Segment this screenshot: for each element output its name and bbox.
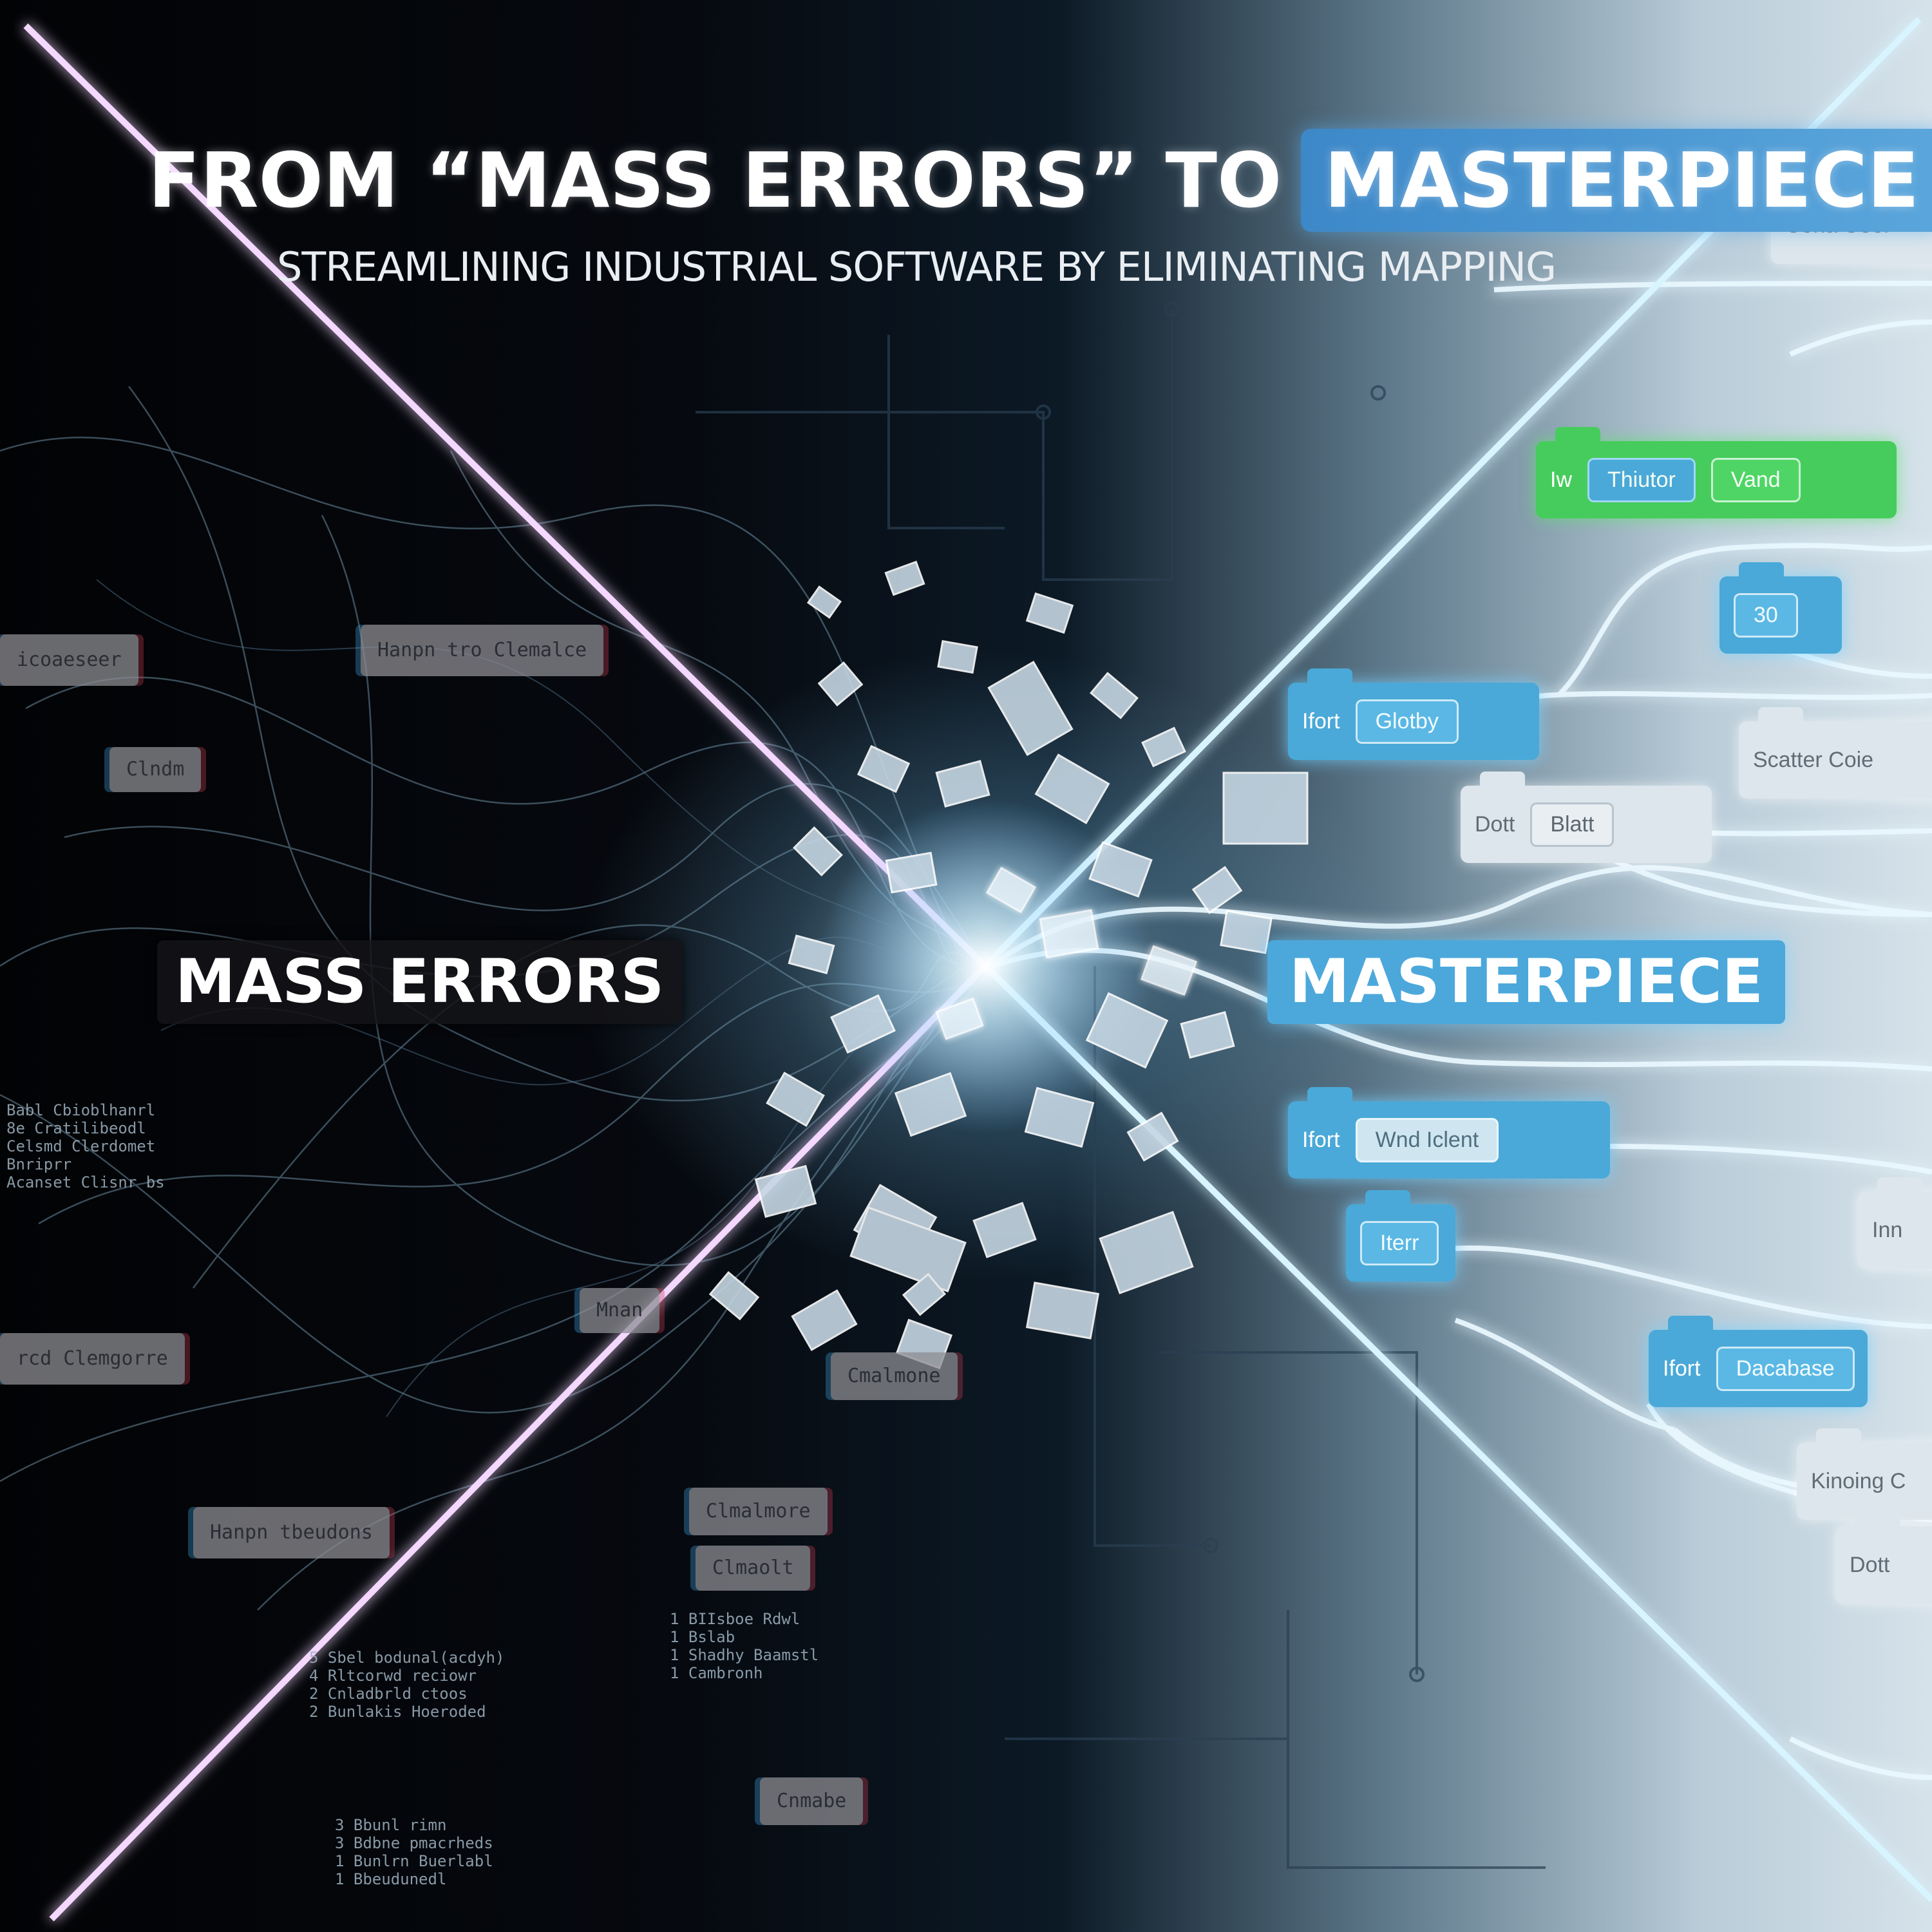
code-fragment: 3 Bbunl rimn 3 Bdbne pmacrheds 1 Bunlrn … — [335, 1816, 493, 1888]
glitch-label: Hanpn tro Clemalce — [361, 625, 604, 676]
page-title: FROM “MASS ERRORS” TO MASTERPIECE — [148, 129, 1932, 232]
block-field: Wnd Iclent — [1355, 1117, 1499, 1162]
glitch-label: icoaeseer — [0, 634, 138, 686]
mass-errors-label: MASS ERRORS — [157, 940, 683, 1024]
code-fragment: 5 Sbel bodunal(acdyh) 4 Rltcorwd reciowr… — [309, 1649, 505, 1721]
block-label: Ifort — [1302, 1127, 1340, 1152]
block-field: Dacabase — [1716, 1346, 1855, 1391]
block-field: Iterr — [1360, 1220, 1439, 1265]
block-label: Iw — [1550, 467, 1572, 492]
glitch-label: Cnmabe — [760, 1777, 864, 1825]
code-block: 30 — [1719, 562, 1842, 654]
block-label: Dott — [1850, 1552, 1890, 1577]
shattered-fragments — [708, 560, 1309, 1370]
code-fragment: Babl Cbioblhanrl 8e Cratilibeodl Celsmd … — [6, 1101, 165, 1191]
block-field: Glotby — [1355, 699, 1459, 744]
block-field: 30 — [1734, 592, 1798, 638]
block-label: Dott — [1475, 811, 1515, 837]
circuit-traces — [696, 301, 1546, 1869]
glitch-label: Clmaolt — [696, 1546, 811, 1591]
code-block: Ifort Wnd Iclent — [1288, 1087, 1610, 1179]
block-field: Thiutor — [1587, 457, 1696, 502]
glitch-label: rcd Clemgorre — [0, 1333, 185, 1385]
masterpiece-label: MASTERPIECE — [1267, 940, 1785, 1024]
glitch-label: Mnan — [580, 1288, 660, 1333]
block-label: Inn — [1872, 1217, 1903, 1242]
code-block: Inn — [1858, 1177, 1932, 1269]
title-highlight: MASTERPIECE — [1301, 129, 1932, 232]
code-block: Scatter Coie — [1739, 707, 1932, 799]
block-label: Kinoing C — [1811, 1468, 1906, 1493]
page-subtitle: STREAMLINING INDUSTRIAL SOFTWARE BY ELIM… — [277, 243, 1557, 290]
block-label: Scatter Coie — [1753, 747, 1874, 772]
code-block: Iterr — [1346, 1190, 1455, 1282]
glitch-label: Clmalmore — [689, 1488, 828, 1535]
title-prefix: FROM “MASS ERRORS” TO — [148, 136, 1282, 225]
code-block: Iw Thiutor Vand — [1536, 427, 1897, 518]
light-beams — [23, 17, 1932, 1922]
code-block: Ifort Glotby — [1288, 668, 1539, 760]
code-block: Ifort Dacabase — [1649, 1316, 1868, 1407]
glitch-label: Cmalmone — [831, 1352, 958, 1400]
block-field: Blatt — [1530, 802, 1615, 847]
block-label: Ifort — [1302, 708, 1340, 734]
code-block: Dott — [1835, 1512, 1932, 1604]
code-block: Dott Blatt — [1461, 772, 1712, 863]
block-label: Ifort — [1663, 1356, 1701, 1381]
code-fragment: 1 BIIsboe Rdwl 1 Bslab 1 Shadhy Baamstl … — [670, 1610, 819, 1682]
glitch-label: Hanpn tbeudons — [193, 1507, 390, 1558]
code-block: Kinoing C — [1797, 1428, 1932, 1520]
block-field: Vand — [1710, 457, 1801, 502]
glitch-label: Clndm — [109, 747, 202, 792]
